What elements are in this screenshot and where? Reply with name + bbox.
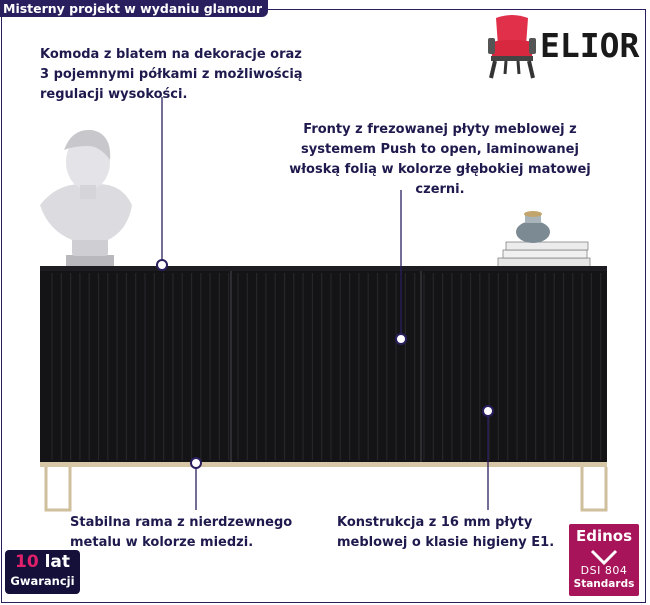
- certificate-brand: Edinos: [575, 527, 633, 545]
- marker-front: [395, 333, 407, 345]
- armchair-icon: [488, 15, 536, 79]
- bust-sculpture: [40, 129, 132, 269]
- page-title: Misterny projekt w wydaniu glamour: [0, 0, 269, 17]
- note-top-shelves: Komoda z blatem na dekoracje oraz 3 poje…: [40, 47, 303, 102]
- certificate-label: Standards: [573, 578, 635, 590]
- decor-books: [497, 211, 591, 268]
- warranty-label: Gwarancji: [10, 574, 75, 588]
- note-fronts: Fronty z frezowanej płyty meblowej z sys…: [289, 122, 591, 197]
- marker-frame: [190, 457, 202, 469]
- note-frame: Stabilna rama z nierdzewnego metalu w ko…: [70, 515, 293, 550]
- certificate-badge: Edinos DSI 804 Standards: [569, 524, 639, 596]
- brand-logo: ELIOR: [486, 12, 640, 84]
- sideboard: [40, 266, 607, 462]
- certificate-code: DSI 804: [580, 564, 628, 577]
- metal-frame: [40, 462, 608, 512]
- annotation-leaders: [161, 97, 489, 510]
- marker-top: [156, 259, 168, 271]
- brand-name: ELIOR: [540, 26, 640, 65]
- content-frame: [1, 9, 646, 603]
- checkmark-icon: [590, 549, 618, 566]
- warranty-years: 10: [14, 552, 39, 572]
- note-construction: Konstrukcja z 16 mm płyty meblowej o kla…: [337, 515, 555, 550]
- warranty-badge: 10 lat Gwarancji: [5, 550, 80, 594]
- marker-construction: [482, 405, 494, 417]
- warranty-unit: lat: [44, 552, 71, 572]
